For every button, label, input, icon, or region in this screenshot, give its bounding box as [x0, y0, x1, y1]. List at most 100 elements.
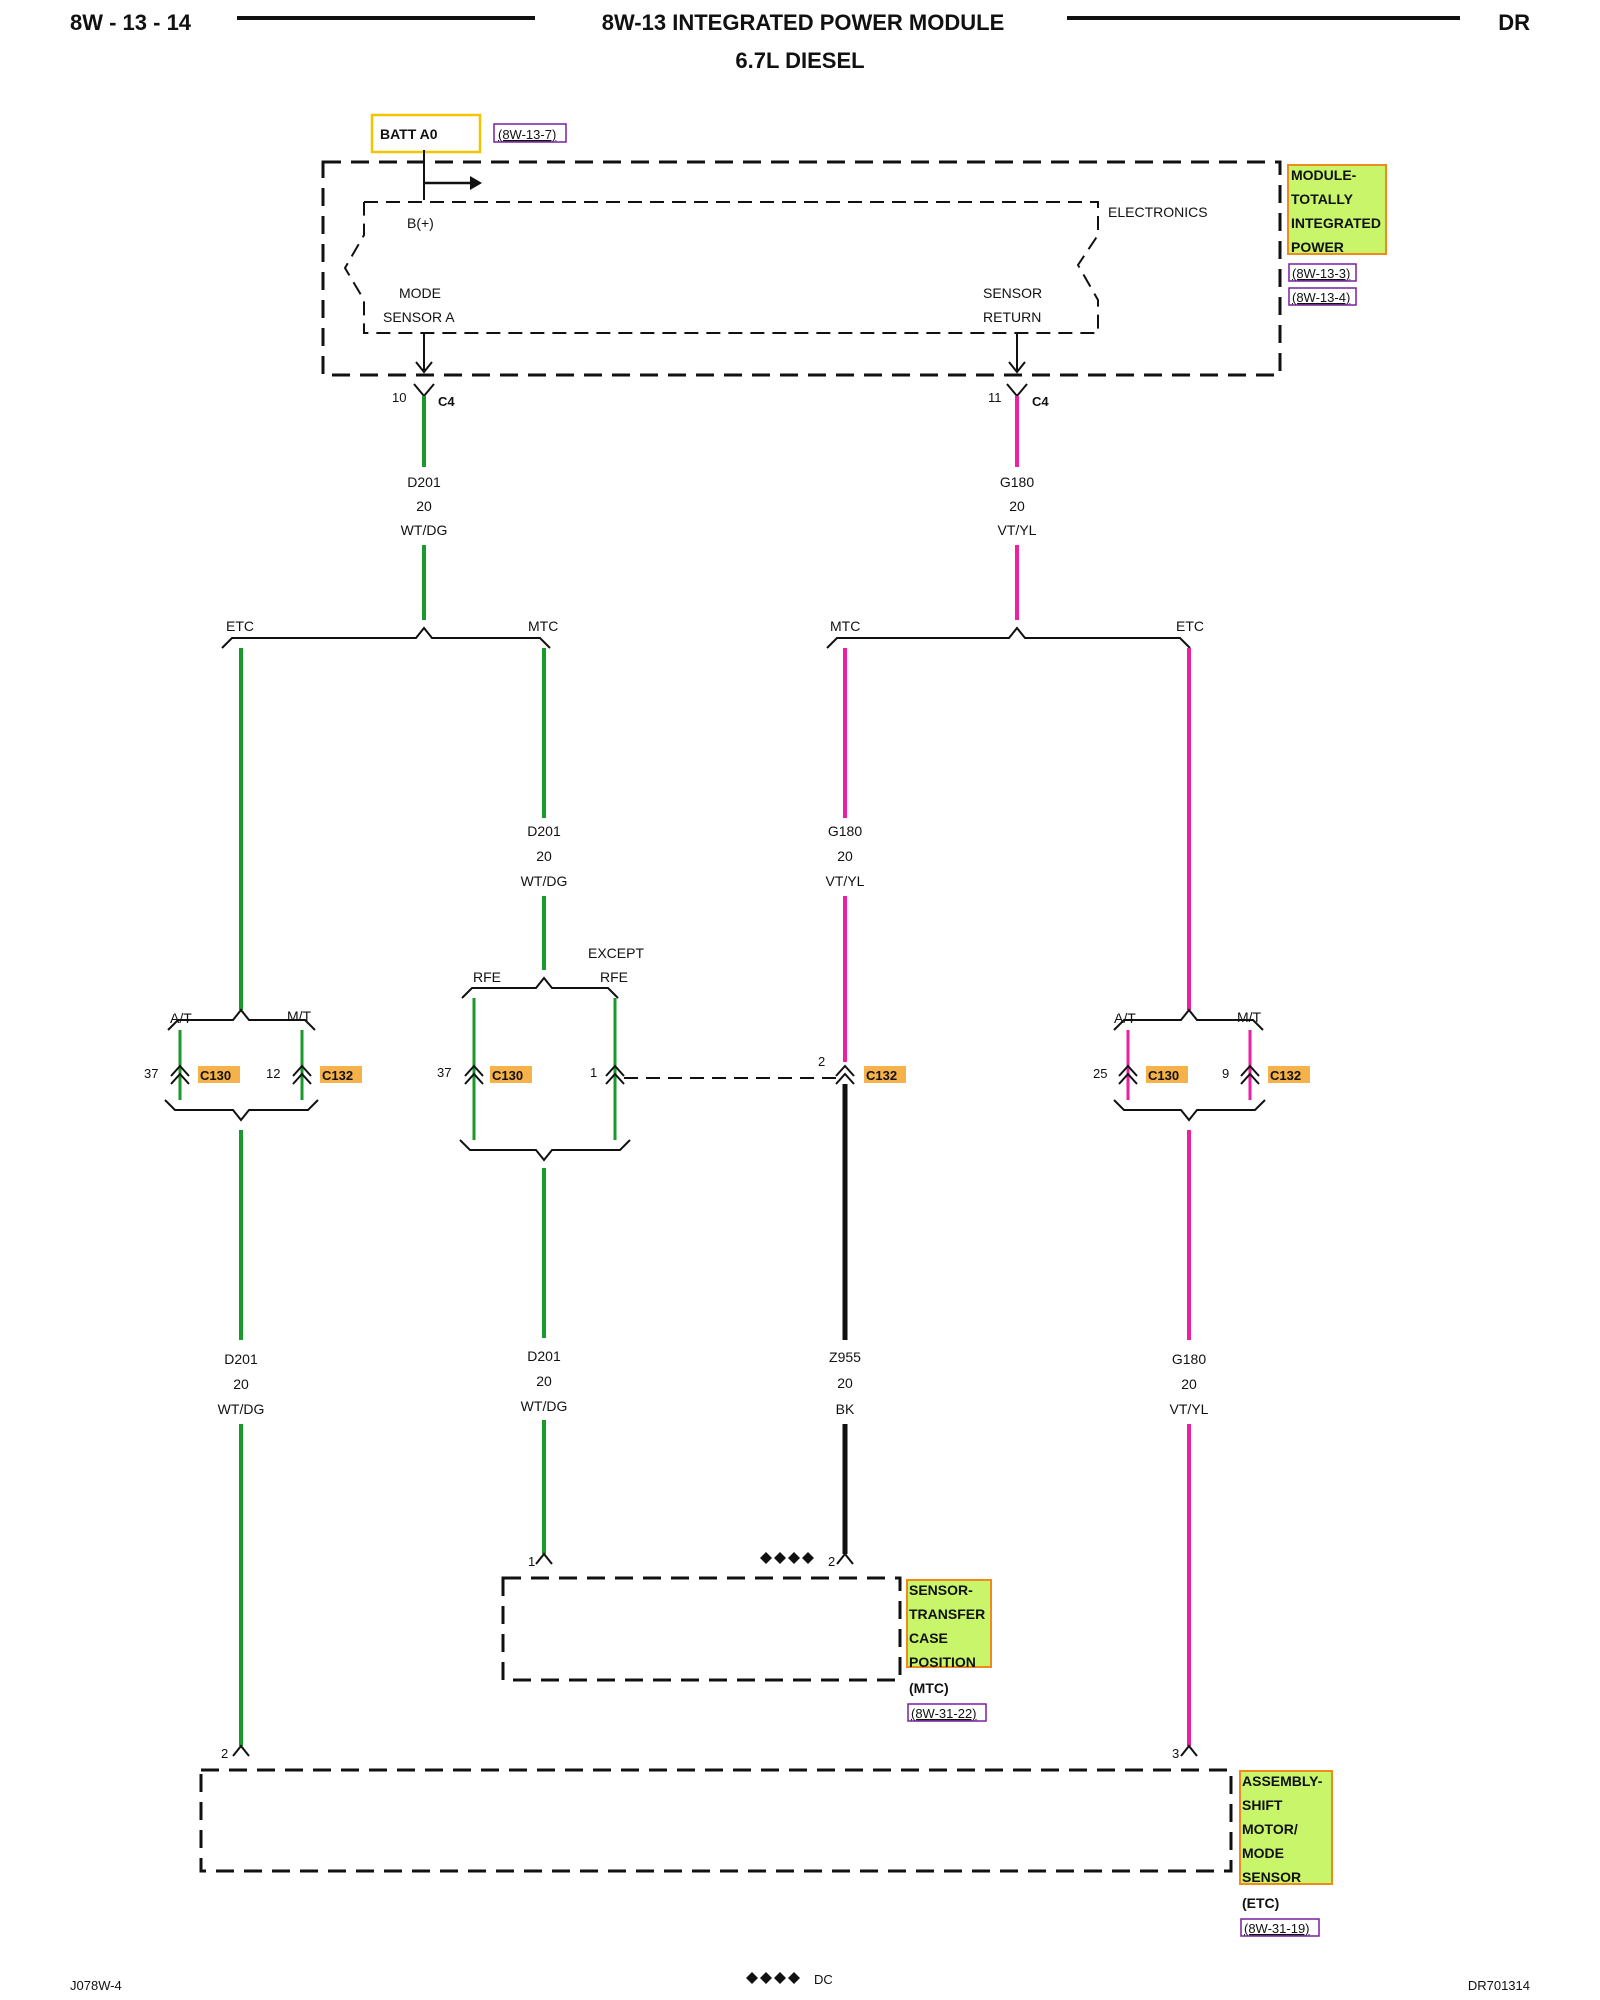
c130-left-label: C130: [200, 1068, 231, 1083]
atmt-right-top-brace: [1113, 1008, 1264, 1031]
c132-left-label: C132: [322, 1068, 353, 1083]
c132-pin9-symbol-a: [1240, 1064, 1260, 1077]
c4-pin11-number: 11: [988, 390, 1002, 405]
ipm-name-tag: [1287, 164, 1387, 255]
c132-except-pin-symbol-b: [605, 1072, 625, 1085]
c130-pin37-number: 37: [144, 1066, 158, 1081]
shift-motor-pin2-number: 2: [221, 1746, 228, 1761]
sensor-tc-name-tag: [906, 1579, 992, 1668]
split-right-mtc: MTC: [830, 618, 860, 634]
c130-right-label: C130: [1148, 1068, 1179, 1083]
sensor-tc-name-line1: SENSOR-: [909, 1582, 973, 1598]
shift-motor-pin3-symbol: [1180, 1744, 1198, 1757]
footer-dc-icon: [746, 1972, 800, 1984]
wire-z955-color: BK: [836, 1401, 855, 1417]
wire-d201-etc-gauge: 20: [233, 1376, 249, 1392]
wire-z955-circuit: Z955: [829, 1349, 861, 1365]
ipm-lead-left-arrow: [415, 361, 433, 374]
atmt-right-mt: M/T: [1237, 1009, 1262, 1025]
ipm-mode-sensor-line1: MODE: [399, 285, 441, 301]
c132-pin9-symbol-b: [1240, 1072, 1260, 1085]
sensor-tc-pin1-symbol: [535, 1552, 553, 1565]
shift-motor-name-line3: MOTOR/: [1242, 1821, 1298, 1837]
c132-pin2-symbol-a: [835, 1064, 855, 1077]
split-left-brace: [221, 626, 551, 649]
c130-rfe-pin37-number: 37: [437, 1065, 451, 1080]
c132-pin2-symbol-b: [835, 1072, 855, 1085]
batt-ref-box[interactable]: [493, 123, 567, 143]
atmt-left-at: A/T: [170, 1010, 192, 1026]
c132-pin12-number: 12: [266, 1066, 280, 1081]
atmt-right-bottom-brace: [1113, 1099, 1266, 1122]
sensor-tc-ref-link[interactable]: (8W-31-22): [911, 1706, 977, 1721]
c132-left-tag: [320, 1066, 362, 1083]
ipm-name-line2: TOTALLY: [1291, 191, 1354, 207]
ipm-electronics-label: ELECTRONICS: [1108, 204, 1208, 220]
sensor-tc-name-line2: TRANSFER: [909, 1606, 985, 1622]
c4-pin11-symbol: [1006, 383, 1028, 398]
c132-right-tag: [1268, 1066, 1310, 1083]
c4-right-connector: C4: [1032, 394, 1049, 409]
c130-left-tag: [198, 1066, 240, 1083]
wire-d201-mtc2-circuit: D201: [527, 1348, 561, 1364]
except-rfe-label: RFE: [600, 969, 628, 985]
wire-d201-etc-circuit: D201: [224, 1351, 258, 1367]
model-code: DR: [1498, 10, 1530, 35]
wire-z955-gauge: 20: [837, 1375, 853, 1391]
shift-motor-variant: (ETC): [1242, 1895, 1279, 1911]
wire-g180-mtc-circuit: G180: [828, 823, 862, 839]
shift-motor-name-line4: MODE: [1242, 1845, 1284, 1861]
ipm-ref2-box[interactable]: [1288, 287, 1357, 306]
ipm-ref1-link[interactable]: (8W-13-3): [1292, 266, 1350, 281]
page-number: 8W - 13 - 14: [70, 10, 192, 35]
c132-pin2-number: 2: [818, 1054, 825, 1069]
wire-d201-mtc-circuit: D201: [527, 823, 561, 839]
c130-right-tag: [1146, 1066, 1188, 1083]
shift-motor-ref-link[interactable]: (8W-31-19): [1244, 1921, 1310, 1936]
wire-g180-mtc-gauge: 20: [837, 848, 853, 864]
c130-pin25-symbol-b: [1118, 1072, 1138, 1085]
page-subtitle: 6.7L DIESEL: [735, 48, 864, 73]
c132-pin12-symbol-b: [292, 1072, 312, 1085]
wire-g180-etc-color: VT/YL: [1170, 1401, 1209, 1417]
wire-d201-mtc-color: WT/DG: [521, 873, 568, 889]
c132-except-pin1-number: 1: [590, 1065, 597, 1080]
c132-right-label: C132: [1270, 1068, 1301, 1083]
ipm-electronics-outline: [343, 201, 1099, 334]
ipm-ref1-box[interactable]: [1288, 263, 1357, 282]
c4-left-connector: C4: [438, 394, 455, 409]
shift-motor-ref-box[interactable]: [1240, 1918, 1320, 1937]
footer-left-code: J078W-4: [70, 1978, 122, 1993]
sensor-tc-pin2-number: 2: [828, 1554, 835, 1569]
atmt-left-bottom-brace: [164, 1099, 319, 1122]
sensor-tc-name-line4: POSITION: [909, 1654, 976, 1670]
shift-motor-name-line1: ASSEMBLY-: [1242, 1773, 1323, 1789]
c132-except-pin-symbol-a: [605, 1064, 625, 1077]
atmt-right-at: A/T: [1114, 1010, 1136, 1026]
ipm-ref2-link[interactable]: (8W-13-4): [1292, 290, 1350, 305]
batt-ref-link[interactable]: (8W-13-7): [498, 127, 556, 142]
sensor-tc-name-line3: CASE: [909, 1630, 948, 1646]
c130-pin37-symbol-b: [170, 1072, 190, 1085]
sensor-tc-variant: (MTC): [909, 1680, 949, 1696]
shift-motor-outline: [199, 1768, 1233, 1873]
c130-pin25-symbol-a: [1118, 1064, 1138, 1077]
wire-g180-top-gauge: 20: [1009, 498, 1025, 514]
c4-pin10-number: 10: [392, 390, 406, 405]
wire-g180-etc-gauge: 20: [1181, 1376, 1197, 1392]
c130-rfe-tag: [490, 1066, 532, 1083]
c130-pin37-symbol-a: [170, 1064, 190, 1077]
rfe-bottom-brace: [459, 1139, 631, 1162]
wire-g180-top-circuit: G180: [1000, 474, 1034, 490]
wire-d201-mtc-gauge: 20: [536, 848, 552, 864]
wire-g180-etc-circuit: G180: [1172, 1351, 1206, 1367]
sensor-tc-ref-box[interactable]: [907, 1703, 987, 1722]
ipm-b-plus-label: B(+): [407, 215, 434, 231]
c132-mid-label: C132: [866, 1068, 897, 1083]
c4-pin10-symbol: [413, 383, 435, 398]
footer-right-code: DR701314: [1468, 1978, 1530, 1993]
wire-d201-top-gauge: 20: [416, 498, 432, 514]
split-left-mtc: MTC: [528, 618, 558, 634]
wire-g180-top-color: VT/YL: [998, 522, 1037, 538]
